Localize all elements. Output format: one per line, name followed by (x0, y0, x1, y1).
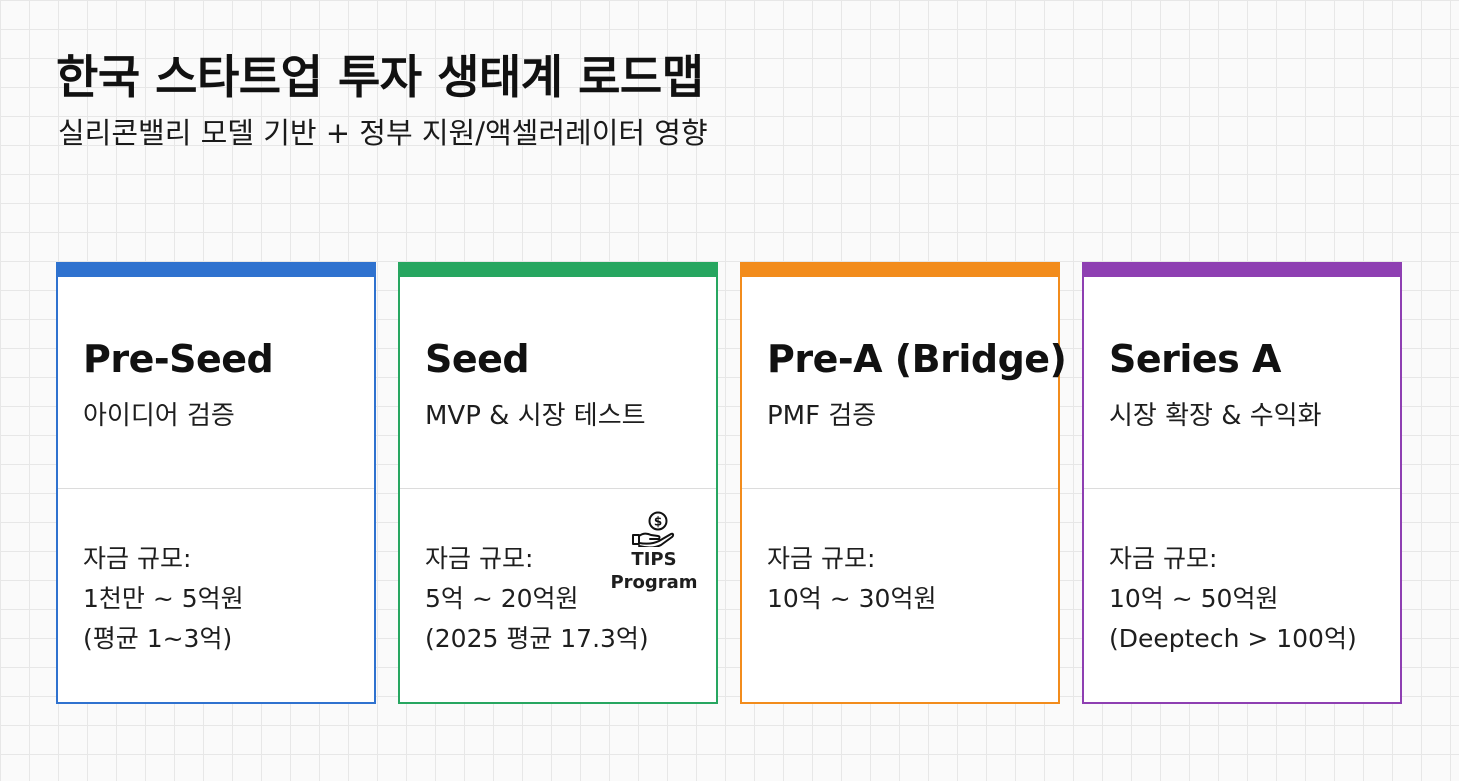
stage-card-pre-a: Pre-A (Bridge) PMF 검증 자금 규모: 10억 ~ 30억원 (740, 262, 1067, 704)
badge-line-1: TIPS (631, 549, 677, 570)
page-subtitle: 실리콘밸리 모델 기반 + 정부 지원/액셀러레이터 영향 (58, 116, 708, 151)
stage-header: Pre-Seed 아이디어 검증 (58, 277, 374, 489)
funding-label: 자금 규모: (425, 544, 534, 573)
stage-name: Series A (1109, 337, 1281, 381)
stage-name: Seed (425, 337, 530, 381)
badge-line-2: Program (610, 572, 698, 593)
stage-description: 아이디어 검증 (83, 400, 235, 431)
tips-program-badge: $ TIPS Program (608, 511, 700, 593)
stage-description: 시장 확장 & 수익화 (1109, 400, 1322, 431)
stage-description: PMF 검증 (767, 400, 877, 431)
funding-section: 자금 규모: 10억 ~ 50억원 (Deeptech > 100억) (1084, 489, 1400, 659)
stage-card-seed: Seed MVP & 시장 테스트 자금 규모: 5억 ~ 20억원 (2025… (398, 262, 718, 704)
funding-note: (Deeptech > 100억) (1109, 624, 1357, 653)
funding-range: 5억 ~ 20억원 (425, 584, 579, 613)
funding-label: 자금 규모: (767, 544, 876, 573)
funding-range: 10억 ~ 50억원 (1109, 584, 1279, 613)
funding-section: 자금 규모: 1천만 ~ 5억원 (평균 1~3억) (58, 489, 374, 659)
stage-card-series-a: Series A 시장 확장 & 수익화 자금 규모: 10억 ~ 50억원 (… (1082, 262, 1402, 704)
money-hand-icon: $ (632, 511, 675, 547)
funding-label: 자금 규모: (1109, 544, 1218, 573)
funding-label: 자금 규모: (83, 544, 192, 573)
stage-card-pre-seed: Pre-Seed 아이디어 검증 자금 규모: 1천만 ~ 5억원 (평균 1~… (56, 262, 376, 704)
funding-range: 1천만 ~ 5억원 (83, 584, 244, 613)
header: 한국 스타트업 투자 생태계 로드맵 실리콘밸리 모델 기반 + 정부 지원/액… (56, 50, 708, 153)
stage-header: Seed MVP & 시장 테스트 (400, 277, 716, 489)
funding-note: (평균 1~3억) (83, 624, 233, 653)
funding-section: 자금 규모: 10억 ~ 30억원 (742, 489, 1058, 619)
stage-header: Pre-A (Bridge) PMF 검증 (742, 277, 1067, 489)
page-title: 한국 스타트업 투자 생태계 로드맵 (56, 50, 704, 104)
funding-range: 10억 ~ 30억원 (767, 584, 937, 613)
stage-name: Pre-Seed (83, 337, 274, 381)
funding-note: (2025 평균 17.3억) (425, 624, 649, 653)
funding-section: 자금 규모: 5억 ~ 20억원 (2025 평균 17.3억) $ TIPS … (400, 489, 716, 659)
stage-description: MVP & 시장 테스트 (425, 400, 646, 431)
svg-text:$: $ (654, 515, 662, 529)
stage-header: Series A 시장 확장 & 수익화 (1084, 277, 1400, 489)
stage-name: Pre-A (Bridge) (767, 337, 1067, 381)
